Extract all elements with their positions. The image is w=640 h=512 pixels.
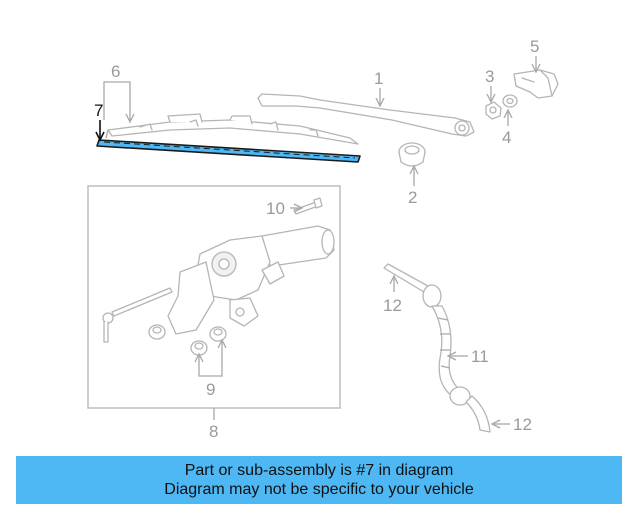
callout-8: 8 xyxy=(209,422,218,441)
banner-line-1: Part or sub-assembly is #7 in diagram xyxy=(184,462,454,479)
wiper-arm[interactable] xyxy=(257,93,475,137)
callout-3: 3 xyxy=(485,67,494,86)
bracket[interactable] xyxy=(513,69,559,99)
callout-5: 5 xyxy=(530,37,539,56)
callout-9: 9 xyxy=(206,380,215,399)
callout-12-upper: 12 xyxy=(383,296,402,315)
nut[interactable] xyxy=(485,101,502,120)
info-banner: Part or sub-assembly is #7 in diagram Di… xyxy=(16,456,622,504)
wiper-blade-assembly[interactable] xyxy=(105,113,359,145)
leader-lines xyxy=(95,56,541,429)
callout-4: 4 xyxy=(502,128,511,147)
wiper-motor[interactable] xyxy=(167,225,335,335)
parts-diagram: 1 2 3 4 5 6 7 8 9 10 11 12 12 xyxy=(87,37,559,441)
washer[interactable] xyxy=(502,94,518,108)
washer-hose[interactable] xyxy=(383,263,491,433)
callout-11: 11 xyxy=(471,347,489,366)
grommet-left[interactable] xyxy=(148,324,166,340)
wiper-blade-insert-highlighted[interactable] xyxy=(96,139,361,163)
callout-7: 7 xyxy=(94,101,103,120)
callout-10: 10 xyxy=(266,199,285,218)
callout-6: 6 xyxy=(111,62,120,81)
callout-1: 1 xyxy=(374,69,383,88)
pivot-cap[interactable] xyxy=(398,142,426,167)
grommet-pair[interactable] xyxy=(190,326,227,356)
bolt[interactable] xyxy=(293,197,323,215)
callout-12-lower: 12 xyxy=(513,415,532,434)
linkage-rod[interactable] xyxy=(102,287,173,343)
callout-2: 2 xyxy=(408,188,417,207)
banner-line-2: Diagram may not be specific to your vehi… xyxy=(164,481,474,498)
